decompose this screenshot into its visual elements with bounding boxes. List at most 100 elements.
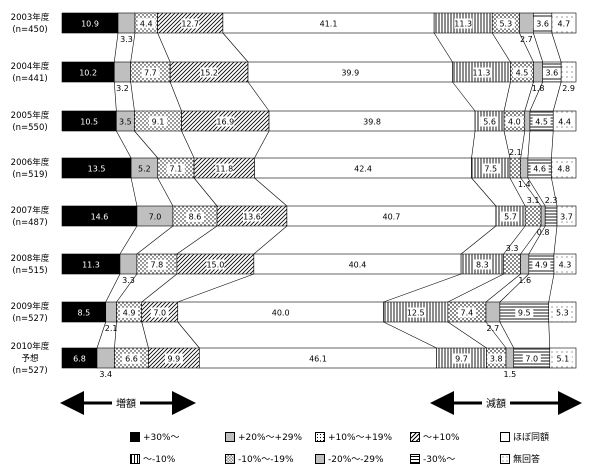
connector-line xyxy=(447,273,504,303)
connector-line xyxy=(527,177,546,207)
data-label: 3.3 xyxy=(122,276,135,285)
label-background xyxy=(473,259,492,270)
bar-segment xyxy=(113,61,131,83)
data-label: 7.7 xyxy=(144,69,157,78)
connector-line xyxy=(551,177,558,207)
data-label: 4.6 xyxy=(533,165,546,174)
legend-item: +10%～+19% xyxy=(315,430,392,443)
label-background xyxy=(137,18,156,29)
legend-swatch xyxy=(225,453,235,464)
label-background xyxy=(200,67,219,78)
connector-line xyxy=(503,130,511,159)
category-label: 2004年度 xyxy=(11,61,50,72)
legend-label: +30%～ xyxy=(143,433,180,443)
legend-item: +30%～ xyxy=(130,430,180,443)
data-label: 13.6 xyxy=(243,213,261,222)
data-label: 8.5 xyxy=(77,309,90,318)
bar-segment xyxy=(520,157,529,179)
label-background xyxy=(501,211,520,222)
category-label: (n=550) xyxy=(12,123,47,133)
bar-segment xyxy=(524,205,542,227)
connector-line xyxy=(130,32,136,63)
data-label: 10.2 xyxy=(79,69,97,78)
legend-label: +20%～+29% xyxy=(238,433,303,443)
bar-segment xyxy=(485,301,501,323)
connector-line xyxy=(157,177,174,207)
data-label: 5.2 xyxy=(138,165,151,174)
category-label: (n=515) xyxy=(12,266,47,276)
connector-line xyxy=(485,321,507,349)
legend-item: ～-10% xyxy=(130,452,175,465)
legend-label: -30%～ xyxy=(423,455,456,465)
data-label: 13.5 xyxy=(88,165,106,174)
connector-line xyxy=(520,130,526,159)
data-label: 11.3 xyxy=(454,20,472,29)
data-label: 7.0 xyxy=(153,309,166,318)
label-background xyxy=(557,211,576,222)
data-label: 40.7 xyxy=(382,213,400,222)
category-label: 2008年度 xyxy=(11,253,50,264)
data-label: 7.4 xyxy=(461,309,474,318)
data-label: 8.6 xyxy=(189,213,202,222)
data-label: 4.5 xyxy=(516,69,529,78)
bar-segment xyxy=(520,253,530,275)
data-label: 12.7 xyxy=(181,20,199,29)
connector-line xyxy=(96,321,107,349)
category-label: (n=450) xyxy=(12,25,47,35)
category-label: (n=441) xyxy=(12,74,47,84)
label-background xyxy=(457,307,476,318)
label-background xyxy=(181,18,200,29)
connector-line xyxy=(524,81,534,112)
data-label: 8.3 xyxy=(476,261,489,270)
bar-segment xyxy=(533,61,543,83)
connector-line xyxy=(113,81,117,112)
data-label: 9.7 xyxy=(455,355,468,364)
connector-line xyxy=(552,81,562,112)
label-background xyxy=(452,353,471,364)
connector-line xyxy=(520,225,542,255)
connector-line xyxy=(503,81,511,112)
legend-swatch xyxy=(410,431,420,442)
data-label: 5.3 xyxy=(499,20,512,29)
legend-item: -20%～-29% xyxy=(315,452,384,465)
connector-line xyxy=(491,32,511,63)
connector-line xyxy=(193,177,218,207)
label-background xyxy=(553,353,572,364)
data-label: 4.9 xyxy=(123,309,136,318)
legend-swatch xyxy=(315,453,325,464)
label-background xyxy=(122,353,141,364)
data-label: 2.7 xyxy=(520,35,533,44)
data-label: 11.3 xyxy=(82,261,100,270)
bar-segment xyxy=(540,205,546,227)
label-background xyxy=(554,18,573,29)
connector-line xyxy=(471,177,497,207)
bar-segment xyxy=(509,157,522,179)
category-label: (n=487) xyxy=(12,218,47,228)
legend-item: 無回答 xyxy=(500,452,540,465)
connector-line xyxy=(460,225,497,255)
connector-line xyxy=(509,177,526,207)
label-background xyxy=(532,116,551,127)
connector-line xyxy=(177,321,200,349)
data-label: 39.9 xyxy=(341,69,359,78)
bar-segment xyxy=(96,347,115,369)
connector-line xyxy=(529,81,543,112)
connector-line xyxy=(551,130,554,159)
data-label: 4.0 xyxy=(508,118,521,127)
category-label: (n=527) xyxy=(12,314,47,324)
label-background xyxy=(206,259,225,270)
data-label: 5.3 xyxy=(556,309,569,318)
connector-line xyxy=(533,32,543,63)
data-label: 46.1 xyxy=(309,355,327,364)
data-label: 3.1 xyxy=(527,196,540,205)
connector-line xyxy=(519,32,534,63)
connector-line xyxy=(503,225,526,255)
legend-swatch xyxy=(225,431,235,442)
data-label: 3.3 xyxy=(120,35,133,44)
connector-line xyxy=(471,130,476,159)
bar-segment xyxy=(519,12,534,34)
category-label: 2006年度 xyxy=(11,157,50,168)
legend-swatch xyxy=(130,453,140,464)
connector-line xyxy=(181,130,195,159)
